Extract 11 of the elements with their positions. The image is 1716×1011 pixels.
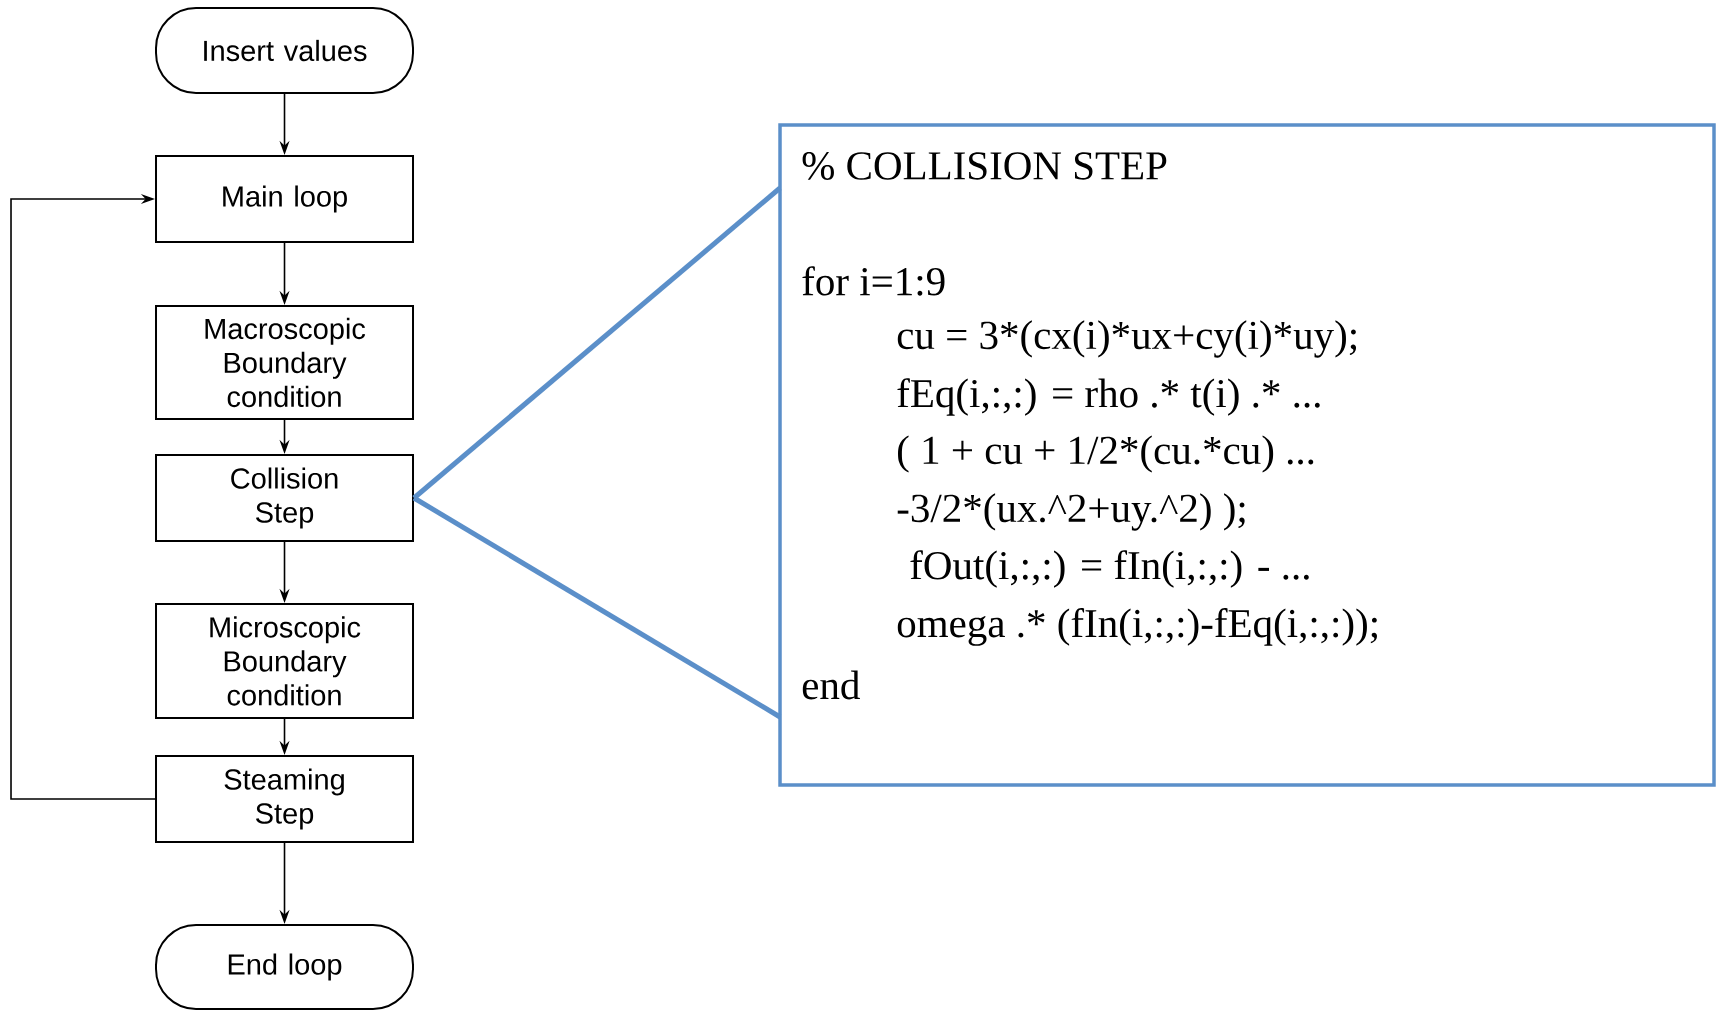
terminal-box: Insert values: [155, 7, 414, 94]
code-box: % COLLISION STEP for i=1:9 cu = 3*(cx(i)*ux+cy(i)*uy); fEq(i,:,:) = rho .* t(i) .* ... ( 1 + cu + 1/2*(cu.*cu) ... -3/2*(ux.^2+uy.^2) ); fOut(i,:,:) = fIn(i,:,:) - ... omega .* (fIn(i,:,:)-fEq(i,:,:)); end: [778, 123, 1716, 787]
process-box: Microscopic Boundary condition: [155, 603, 414, 719]
zoom-line: [412, 495, 782, 720]
process-box: Macroscopic Boundary condition: [155, 305, 414, 420]
process-box: Main loop: [155, 155, 414, 243]
zoom-line: [412, 186, 782, 500]
terminal-box: End loop: [155, 924, 414, 1010]
loop-arrow: [10, 193, 156, 800]
process-box: Steaming Step: [155, 755, 414, 843]
process-box: Collision Step: [155, 454, 414, 542]
